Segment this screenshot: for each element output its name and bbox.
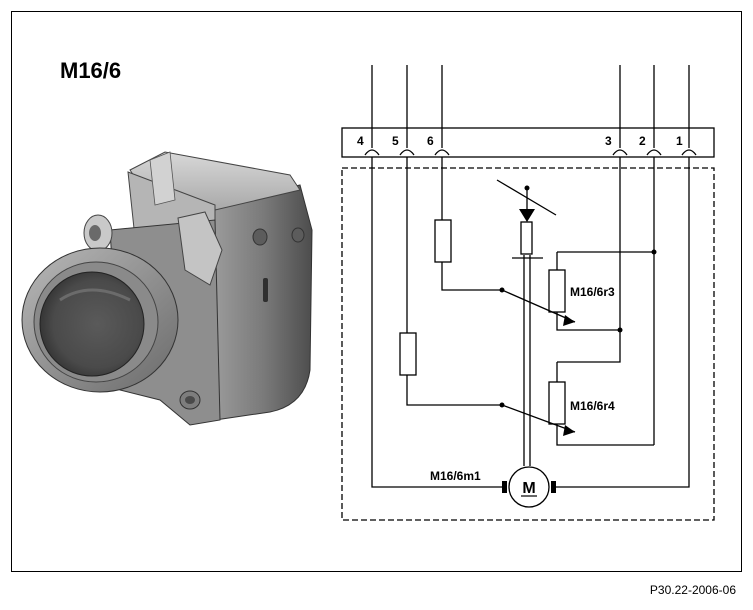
wire-pin-4	[371, 157, 505, 488]
pin-label-3: 3	[605, 134, 612, 148]
potentiometer-r3-element	[548, 269, 566, 313]
motor-label: M16/6m1	[430, 469, 481, 483]
pin-label-1: 1	[676, 134, 683, 148]
figure-title: M16/6	[60, 58, 122, 83]
potentiometer-r4-label: M16/6r4	[570, 399, 615, 413]
pin-label-4: 4	[357, 134, 364, 148]
series-resistor-upper	[434, 219, 452, 263]
pin-2-contact	[646, 149, 662, 156]
pin-label-2: 2	[639, 134, 646, 148]
pin-label-5: 5	[392, 134, 399, 148]
pin-1-contact	[681, 149, 697, 156]
motor-letter: M	[522, 480, 535, 497]
figure-frame	[11, 11, 742, 572]
connector-frame	[341, 127, 715, 158]
series-resistor-lower	[399, 332, 417, 376]
component-enclosure	[341, 167, 715, 521]
figure-code: P30.22-2006-06	[649, 583, 736, 597]
wire-pin-1	[553, 157, 690, 488]
pin-3-contact	[612, 149, 628, 156]
potentiometer-r4-element	[548, 381, 566, 425]
pin-label-6: 6	[427, 134, 434, 148]
pin-5-contact	[399, 149, 415, 156]
pin-6-contact	[434, 149, 450, 156]
potentiometer-r3-label: M16/6r3	[570, 285, 615, 299]
pin-4-contact	[364, 149, 380, 156]
actuator-housing	[214, 184, 313, 421]
motor-symbol: M	[502, 466, 556, 508]
